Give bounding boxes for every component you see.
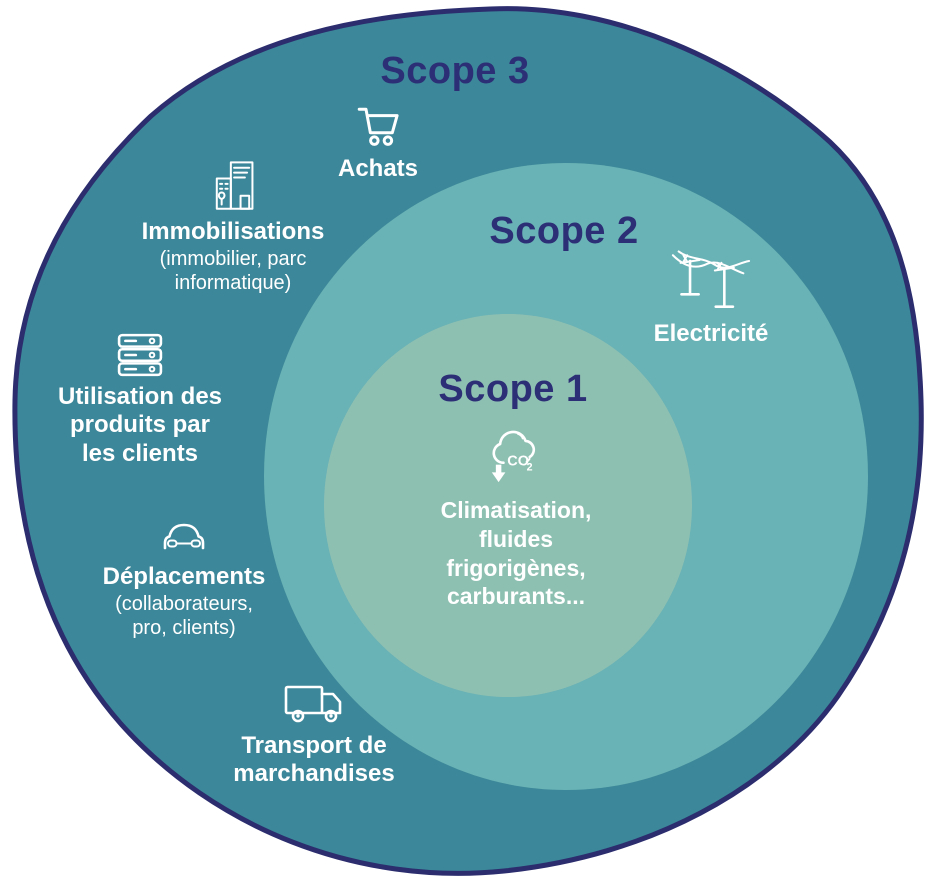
co2-subscript: 2 [527, 461, 533, 473]
car-icon [158, 517, 210, 557]
utilisation-produits-label: Utilisation des produits par les clients [57, 383, 223, 467]
deplacements-sub: (collaborateurs, pro, clients) [115, 593, 253, 639]
achats-label: Achats [337, 155, 419, 182]
scope1-content-item: CO 2 Climatisation, fluides frigorigènes… [406, 422, 626, 611]
scope1-content-label: Climatisation, fluides frigorigènes, car… [440, 497, 592, 610]
co2-text: CO [507, 454, 529, 470]
transport-marchandises-label: Transport de marchandises [233, 732, 395, 788]
utilisation-produits-item: Utilisation des produits par les clients [35, 333, 245, 468]
co2-cloud-icon: CO 2 [491, 422, 545, 483]
immobilisations-item: Immobilisations (immobilier, parc inform… [133, 158, 333, 296]
electricite-item: Electricité [626, 246, 796, 348]
deplacements-item: Déplacements (collaborateurs, pro, clien… [84, 517, 284, 641]
transport-marchandises-item: Transport de marchandises [194, 680, 434, 789]
immobilisations-label: Immobilisations [141, 218, 325, 245]
server-stack-icon [117, 333, 163, 377]
achats-item: Achats [308, 103, 448, 183]
scope1-title: Scope 1 [438, 368, 588, 410]
scope1-blob [324, 314, 692, 697]
electricite-label: Electricité [653, 320, 769, 347]
immobilisations-sub: (immobilier, parc informatique) [159, 248, 307, 294]
deplacements-label: Déplacements [102, 563, 266, 590]
shopping-cart-icon [354, 103, 402, 149]
truck-icon [283, 680, 345, 726]
building-icon [208, 158, 258, 212]
scope3-title: Scope 3 [380, 50, 530, 92]
scope2-title: Scope 2 [489, 210, 639, 252]
power-lines-icon [671, 246, 751, 314]
